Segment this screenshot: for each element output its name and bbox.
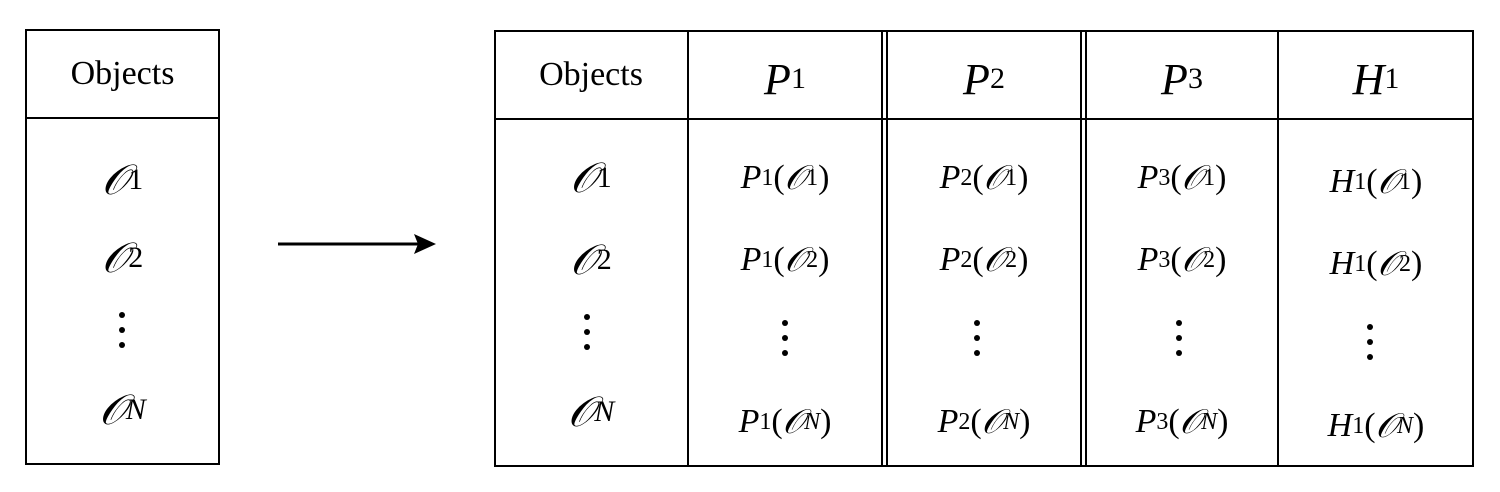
column-divider — [881, 30, 883, 467]
vertical-ellipsis — [781, 320, 789, 356]
header-objects: Objects — [539, 56, 643, 93]
object-symbol: 𝒪 — [101, 155, 129, 204]
objects-list-header: Objects — [70, 55, 175, 92]
vertical-ellipsis — [583, 314, 591, 350]
properties-header-divider — [494, 118, 1474, 120]
vertical-ellipsis — [118, 312, 126, 348]
column-divider — [1085, 30, 1087, 467]
column-divider — [1080, 30, 1082, 467]
objects-list-header-divider — [25, 117, 220, 119]
vertical-ellipsis — [1175, 320, 1183, 356]
object-symbol: 𝒪 — [101, 233, 129, 282]
column-divider — [1277, 30, 1279, 467]
properties-table — [494, 30, 1474, 467]
transform-arrow — [278, 234, 436, 254]
column-divider — [687, 30, 689, 467]
vertical-ellipsis — [1366, 324, 1374, 360]
column-divider — [886, 30, 888, 467]
vertical-ellipsis — [973, 320, 981, 356]
objects-list-table — [25, 29, 220, 465]
object-symbol: 𝒪 — [99, 385, 126, 434]
